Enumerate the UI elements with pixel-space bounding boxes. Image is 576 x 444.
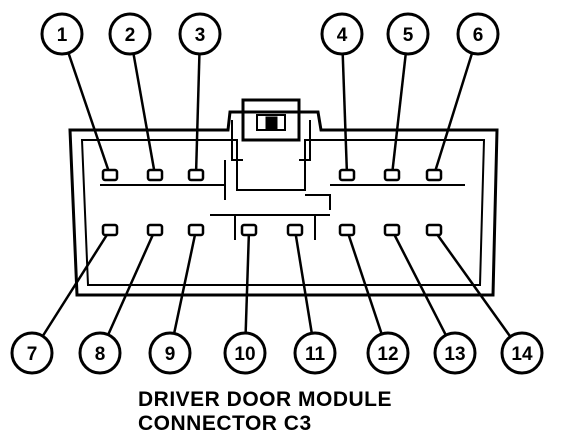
pin-cavity [425,168,443,182]
pin-leader-line [244,229,251,334]
pin-circle [78,331,122,375]
pin-number: 6 [473,25,484,46]
pin-callout-10: 10 [223,223,267,375]
pin-callout-9: 9 [148,223,205,375]
pin-cavity [338,168,356,182]
pin-number: 13 [444,344,465,365]
pin-circle [10,331,54,375]
pin-leader-line [390,53,407,176]
pin-leader-line [132,53,157,176]
pin-number: 10 [234,344,255,365]
diagram-title-line-1: DRIVER DOOR MODULE [138,388,393,411]
pin-circle [500,331,544,375]
pin-cavity [286,223,304,237]
pin-callout-8: 8 [78,223,164,375]
pin-callout-1: 1 [40,12,119,182]
pin-leader-line [293,229,314,334]
pin-callout-3: 3 [178,12,222,182]
pin-circle [456,12,500,56]
pin-cavity [240,223,258,237]
pin-cavity [383,168,401,182]
pin-number: 2 [125,25,136,46]
pin-number: 5 [403,25,414,46]
pin-cavity [146,168,164,182]
pin-callout-11: 11 [286,223,337,375]
pin-circle [223,331,267,375]
pin-leader-line [341,53,349,176]
pin-cavity [187,168,205,182]
pin-circle [178,12,222,56]
pin-cavity [187,223,205,237]
pin-number: 4 [337,25,348,46]
pin-number: 12 [377,344,398,365]
connector-body [68,98,499,297]
pin-callout-12: 12 [338,223,410,375]
pin-circle [433,331,477,375]
pin-number: 11 [305,344,326,365]
pin-number: 9 [165,344,176,365]
pin-number: 1 [57,25,68,46]
pin-cavity [146,223,164,237]
pin-leader-line [67,52,112,176]
pin-callout-7: 7 [10,223,119,375]
pin-circle [366,331,410,375]
pin-cavity [338,223,356,237]
pin-cavity [425,223,443,237]
pin-cavity [383,223,401,237]
pin-circle [148,331,192,375]
pin-callout-13: 13 [383,223,477,375]
pin-leader-line [41,229,112,337]
pin-leader-line [432,229,512,338]
pin-circle [40,12,84,56]
pin-leader-line [194,53,201,176]
pin-cavity [101,168,119,182]
pin-circle [108,12,152,56]
pin-callout-2: 2 [108,12,164,182]
pin-callout-5: 5 [383,12,430,182]
pin-leader-line [345,229,383,335]
pin-leader-line [172,229,198,334]
pin-leader-line [432,52,474,176]
pin-leader-line [107,229,157,336]
diagram-title-line-2: CONNECTOR C3 [138,412,312,435]
pin-circle [320,12,364,56]
pin-circle [386,12,430,56]
pin-circle [293,331,337,375]
pin-number: 8 [95,344,106,365]
pin-cavity [101,223,119,237]
pin-number: 7 [27,344,38,365]
pin-number: 14 [511,344,533,365]
pin-callout-6: 6 [425,12,500,182]
pin-callout-14: 14 [425,223,544,375]
pin-leader-line [390,229,447,336]
pin-callout-4: 4 [320,12,364,182]
pin-number: 3 [195,25,206,46]
